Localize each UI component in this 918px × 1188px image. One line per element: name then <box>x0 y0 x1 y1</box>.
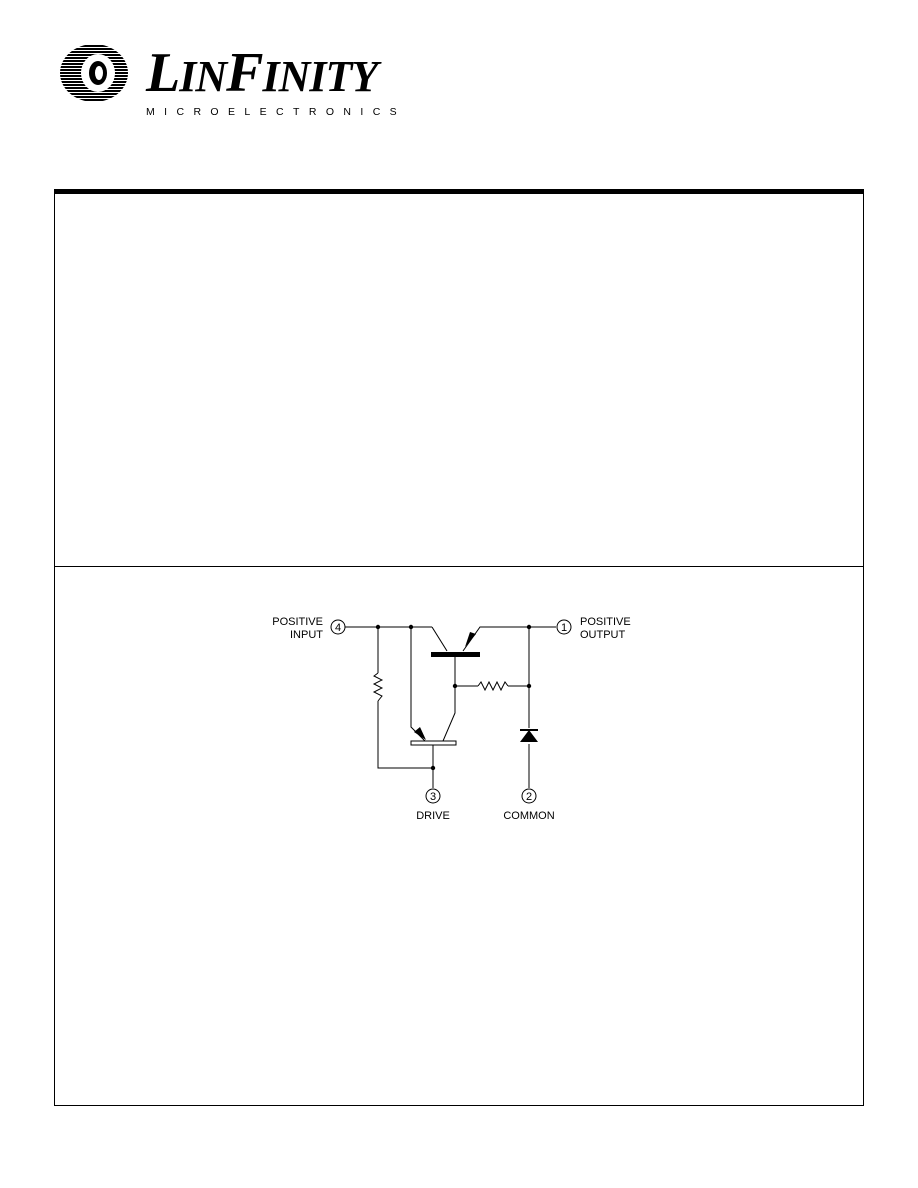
pin-4-label-line1: POSITIVE <box>272 616 323 628</box>
diode-icon <box>520 729 538 742</box>
pin-3-number: 3 <box>430 791 436 803</box>
linfinity-logo-icon <box>60 44 128 102</box>
pin-3-label: DRIVE <box>416 810 450 822</box>
brand-part-2: INITY <box>262 52 378 101</box>
pin-1-label-line2: OUTPUT <box>580 629 626 641</box>
resistor-horizontal <box>477 680 509 692</box>
wire-resistor-drop <box>377 627 433 769</box>
pin-2-label: COMMON <box>503 810 554 822</box>
wires <box>345 626 556 788</box>
junction-dots <box>375 624 532 771</box>
transistor-q1-base-bar <box>431 652 480 657</box>
wire-q1-emitter <box>462 626 556 652</box>
transistor-q2-base-bar <box>410 740 457 746</box>
wire-q2-collector <box>410 627 426 742</box>
brand-name: LINFINITY <box>146 45 378 102</box>
header-rule <box>54 189 864 194</box>
section-divider <box>54 566 864 567</box>
brand-subtitle: MICROELECTRONICS <box>146 106 407 118</box>
pin-1-number: 1 <box>561 622 567 634</box>
wire-q1-base <box>442 656 456 742</box>
pin-1-circle <box>556 619 572 635</box>
pin-4-circle <box>330 619 346 635</box>
schematic-diagram: 4 POSITIVE INPUT 1 POSITIVE OUTPUT 3 DRI… <box>272 616 631 822</box>
pin-2-number: 2 <box>526 791 532 803</box>
pin-2-circle <box>521 788 537 804</box>
wire-q1-collector <box>431 626 448 652</box>
pin-3-circle <box>425 788 441 804</box>
logo: LINFINITY MICROELECTRONICS <box>58 38 397 128</box>
arrow-q2-emitter-icon <box>414 727 426 740</box>
content-frame <box>54 194 864 1106</box>
brand-initial: L <box>146 42 180 104</box>
brand-initial-2: F <box>226 42 263 104</box>
arrow-q1-emitter-icon <box>465 632 476 647</box>
brand-part: IN <box>179 52 227 101</box>
pin-4-number: 4 <box>335 622 341 634</box>
pin-1-label-line1: POSITIVE <box>580 616 631 628</box>
resistor-vertical <box>372 672 384 702</box>
pin-4-label-line2: INPUT <box>290 629 323 641</box>
